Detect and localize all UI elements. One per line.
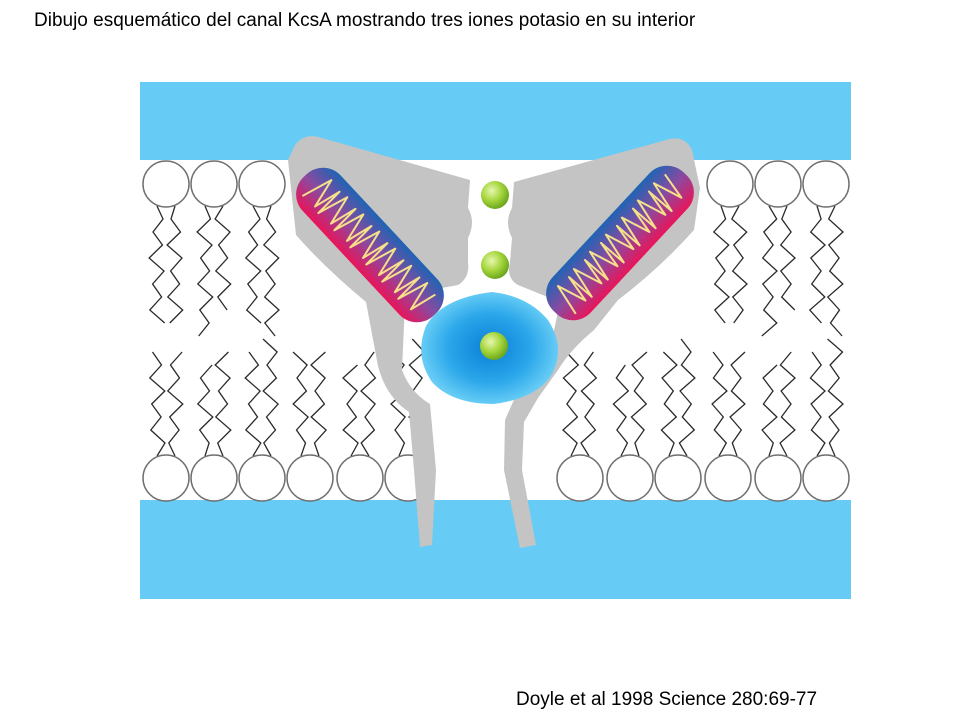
lipid-tails (148, 205, 844, 457)
potassium-ion-2 (481, 251, 509, 279)
lipid-tail (196, 205, 214, 337)
potassium-ion-3 (480, 332, 508, 360)
lipid-tail (580, 351, 598, 457)
citation: Doyle et al 1998 Science 280:69-77 (516, 689, 818, 710)
lipid-tail (292, 351, 310, 457)
lipid-tail (630, 351, 648, 457)
lipid-tail (612, 364, 630, 457)
lipid-head (190, 454, 238, 502)
lipid-tail (214, 351, 232, 457)
lipid-tail (310, 351, 328, 457)
lipid-tail (779, 205, 796, 311)
lipid-tail (827, 338, 844, 457)
lipid-tail (262, 205, 280, 337)
lipid-tail (262, 338, 280, 457)
lipid-tail (196, 364, 214, 457)
lipid-head (802, 160, 850, 208)
lipid-head (238, 454, 286, 502)
lipid-tail (711, 351, 728, 457)
pore-helix-left (296, 167, 444, 323)
lipid-head (286, 454, 334, 502)
lipid-tail (761, 364, 778, 457)
lipid-heads (142, 160, 850, 502)
lipid-tail (244, 351, 262, 457)
pore-helix-right (546, 165, 694, 321)
lipid-tail (730, 205, 748, 324)
lipid-head (802, 454, 850, 502)
lipid-tail (712, 205, 730, 324)
lipid-tail (166, 205, 184, 324)
lipid-head (704, 454, 752, 502)
lipid-tail (761, 205, 778, 337)
lipid-tail (660, 351, 678, 457)
lipid-tail (826, 205, 844, 337)
lipid-head (706, 160, 754, 208)
lipid-tail (779, 351, 796, 457)
lipid-head (556, 454, 604, 502)
lipid-head (142, 160, 190, 208)
lipid-head (190, 160, 238, 208)
potassium-ion-1 (481, 181, 509, 209)
lipid-tail (678, 338, 696, 457)
lipid-tail (148, 205, 166, 324)
lipid-tail (148, 351, 166, 457)
lipid-head (238, 160, 286, 208)
lipid-tail (562, 351, 580, 457)
lipid-head (754, 160, 802, 208)
lipid-tail (166, 351, 184, 457)
lipid-head (754, 454, 802, 502)
lipid-tail (214, 205, 232, 311)
lipid-tail (808, 205, 826, 324)
lipid-tail (729, 351, 746, 457)
lipid-tail (342, 364, 359, 457)
lipid-head (336, 454, 384, 502)
lipid-head (142, 454, 190, 502)
lipid-head (606, 454, 654, 502)
page-title: Dibujo esquemático del canal KcsA mostra… (34, 10, 696, 31)
lipid-tail (809, 351, 826, 457)
lipid-tail (360, 351, 377, 457)
lipid-tail (244, 205, 262, 324)
lipid-head (654, 454, 702, 502)
